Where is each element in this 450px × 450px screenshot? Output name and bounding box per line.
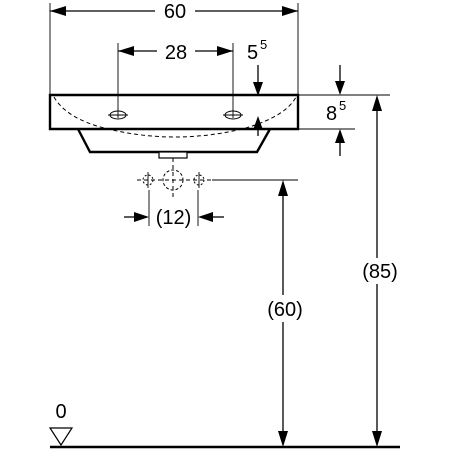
waste-height-dimension: (60) <box>267 180 303 447</box>
arrowhead-bottom <box>278 431 288 447</box>
waste-mark-left <box>142 174 154 186</box>
tap-hole-offset-superscript: 5 <box>260 37 267 52</box>
rim-height-label: (85) <box>362 261 398 283</box>
rim-thickness-label: 8 <box>326 103 337 125</box>
tap-hole-offset-dimension: 5 5 <box>247 37 267 136</box>
arrowhead-right <box>217 46 233 56</box>
waste-width-dimension: (12) <box>124 190 224 229</box>
arrowhead-left <box>50 6 66 16</box>
waste-height-label: (60) <box>267 299 303 321</box>
arrowhead-right <box>282 6 298 16</box>
waste-width-label: (12) <box>156 207 192 229</box>
waste-mark-right <box>193 174 205 186</box>
arrowhead-bottom <box>372 431 382 447</box>
waste-connection-symbol <box>137 158 298 197</box>
tap-hole-offset-label: 5 <box>247 42 258 64</box>
rim-height-dimension: (85) <box>362 95 398 447</box>
rim-thickness-superscript: 5 <box>339 98 346 113</box>
floor-level-triangle-icon <box>48 427 74 447</box>
overall-width-dimension: 60 <box>49 1 299 95</box>
rim-arrowhead-up <box>335 129 345 143</box>
bowl-inner-contour <box>53 96 297 138</box>
rim-thickness-dimension: 8 5 <box>298 65 390 156</box>
arrowhead-top <box>372 95 382 111</box>
arrowhead-left <box>134 212 149 222</box>
offset-arrowhead-up <box>253 116 263 130</box>
tap-hole-spacing-dimension: 28 <box>117 42 234 118</box>
arrowhead-left <box>118 46 134 56</box>
arrowhead-right <box>198 212 213 222</box>
floor-level-label: 0 <box>55 401 66 423</box>
tap-hole-left <box>108 110 128 120</box>
waste-pipe-circle <box>162 169 184 191</box>
basin-bowl-outline <box>76 128 272 154</box>
tap-hole-spacing-label: 28 <box>165 42 187 64</box>
floor-level: 0 <box>48 401 400 449</box>
arrowhead-top <box>278 180 288 196</box>
overall-width-label: 60 <box>164 1 186 23</box>
waste-outlet <box>158 151 188 159</box>
offset-arrowhead-down <box>253 82 263 96</box>
tap-hole-right <box>223 110 243 120</box>
rim-arrowhead-down <box>335 81 345 95</box>
